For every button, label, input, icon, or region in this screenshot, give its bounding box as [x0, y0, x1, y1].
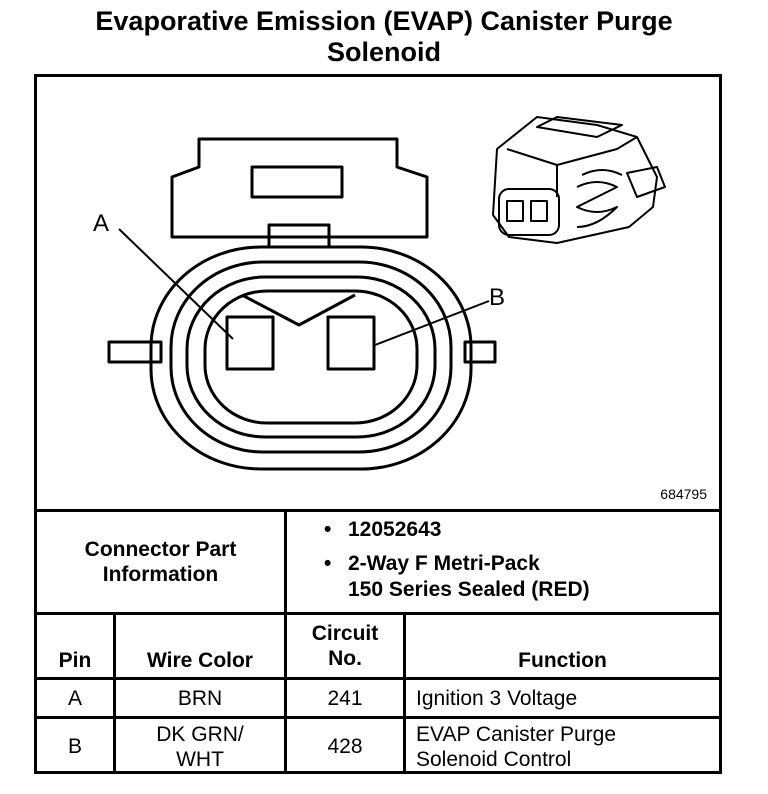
connector-diagram: A B 684795 — [37, 77, 719, 509]
divider-table-top — [37, 612, 719, 615]
bullet: • — [324, 518, 332, 541]
leader-line-a — [118, 228, 234, 340]
connector-info-values: • 12052643 • 2-Way F Metri-Pack 150 Seri… — [324, 517, 590, 603]
connector-seal — [185, 275, 437, 439]
connector-body-outer — [149, 245, 473, 471]
table-row-b-pin: B — [67, 735, 82, 758]
title-line-2: Solenoid — [327, 37, 441, 67]
pin-label-b: B — [489, 284, 505, 311]
part-number: 12052643 — [348, 518, 442, 541]
latch-slot — [250, 165, 344, 199]
figure-number: 684795 — [660, 486, 707, 502]
connector-info-label-line1: Connector Part — [84, 538, 237, 561]
connector-frame: A B 684795 Connector Part Information — [34, 74, 722, 774]
key-notch — [241, 293, 356, 327]
divider-partinfo — [284, 512, 287, 612]
connector-drawing: A B — [93, 116, 666, 471]
col-divider-3 — [403, 615, 406, 774]
left-ear — [107, 340, 163, 364]
header-circuit: Circuit No. — [287, 615, 403, 677]
title-line-1: Evaporative Emission (EVAP) Canister Pur… — [95, 6, 673, 36]
header-pin: Pin — [58, 649, 92, 672]
col-divider-2 — [284, 615, 287, 774]
description-line1: 2-Way F Metri-Pack — [348, 552, 540, 575]
table-row-a-circuit: 241 — [327, 686, 363, 710]
part-number-row: • 12052643 — [324, 517, 590, 543]
connector-body-mid — [169, 260, 453, 454]
connector-info-label: Connector Part Information — [37, 512, 284, 612]
terminal-a — [225, 315, 275, 371]
connector-info-label-line2: Information — [102, 563, 219, 586]
terminal-b — [326, 315, 376, 371]
table-row-b-function-line1: EVAP Canister Purge — [416, 722, 616, 746]
table-row-a-wire: BRN — [177, 686, 223, 710]
divider-header — [37, 677, 719, 680]
header-function: Function — [518, 649, 607, 672]
col-divider-1 — [113, 615, 116, 774]
description-row: • 2-Way F Metri-Pack — [324, 551, 590, 577]
table-row-a-function: Ignition 3 Voltage — [416, 686, 578, 710]
latch-housing — [170, 137, 429, 239]
leader-line-b — [374, 300, 490, 346]
pin-label-a: A — [93, 210, 109, 237]
right-ear — [463, 340, 497, 364]
divider-row — [37, 716, 719, 719]
bullet: • — [324, 552, 332, 575]
table-row-b-wire-line1: DK GRN/ — [156, 722, 244, 746]
page-title: Evaporative Emission (EVAP) Canister Pur… — [0, 6, 768, 68]
connector-cavity — [203, 289, 419, 425]
header-circuit-line2: No. — [328, 647, 362, 670]
table-row-b-circuit: 428 — [327, 735, 363, 758]
divider-diagram — [37, 509, 719, 512]
connector-thumbnail — [492, 116, 666, 244]
description-line2: 150 Series Sealed (RED) — [348, 578, 590, 601]
table-row-a-pin: A — [67, 686, 82, 710]
table-row-b-function-line2: Solenoid Control — [416, 747, 572, 771]
table-row-b-wire-line2: WHT — [176, 747, 224, 771]
table-row-b-wire: DK GRN/ WHT — [116, 719, 284, 774]
header-circuit-line1: Circuit — [311, 622, 379, 645]
header-wire-color: Wire Color — [147, 649, 253, 672]
table-row-b-function: EVAP Canister Purge Solenoid Control — [406, 719, 719, 774]
